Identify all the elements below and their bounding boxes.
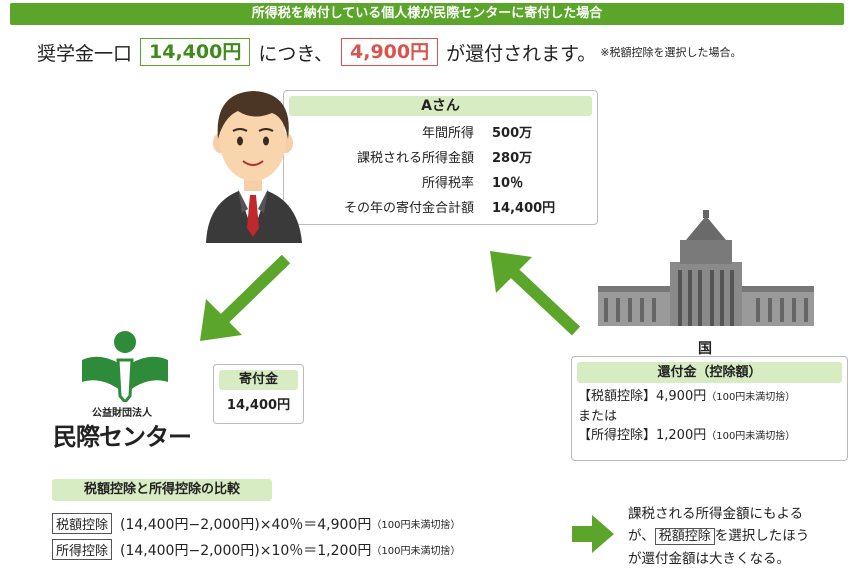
row-label: 年間所得 <box>421 126 474 141</box>
refund-line: 【所得控除】1,200円（100円未満切捨） <box>572 426 847 446</box>
conclusion-line2b: を選択したほう <box>714 528 810 544</box>
conclusion-line1: 課税される所得金額にもよる <box>628 506 804 522</box>
person-row: 年間所得 500万 <box>284 119 597 144</box>
org-name: 民際センター <box>53 423 192 451</box>
org-logo-icon <box>82 331 168 402</box>
conclusion-arrow-icon <box>572 515 614 553</box>
refund-line1: 【税額控除】4,900円 <box>578 389 707 404</box>
top-banner: 所得税を納付している個人様が民際センターに寄付した場合 <box>10 3 844 25</box>
refund-or: または <box>578 409 618 424</box>
donation-title: 寄付金 <box>219 370 298 390</box>
person-row: その年の寄付金合計額 14,400円 <box>284 194 597 219</box>
org-subtitle: 公益財団法人 <box>92 408 152 419</box>
comparison-label: 所得控除 <box>52 539 113 560</box>
row-label: 所得税率 <box>421 176 474 191</box>
conclusion-line2: が、税額控除を選択したほう <box>628 525 809 548</box>
row-value: 14,400円 <box>492 201 556 216</box>
conclusion-line2a: が、 <box>628 528 655 544</box>
refund-arrow <box>490 251 581 336</box>
row-value: 280万 <box>492 151 533 166</box>
conclusion: 課税される所得金額にもよる が、税額控除を選択したほう が還付金額は大きくなる。 <box>628 503 809 570</box>
refund-line2: 【所得控除】1,200円 <box>578 428 707 443</box>
row-value: 10％ <box>492 176 524 191</box>
headline-note: ※税額控除を選択した場合。 <box>600 46 742 59</box>
refund-card: 還付金（控除額） 【税額控除】4,900円（100円未満切捨） または 【所得控… <box>571 356 848 461</box>
comparison-formula: (14,400円−2,000円)×10％＝1,200円 <box>120 542 372 559</box>
comparison-title: 税額控除と所得控除の比較 <box>52 479 272 501</box>
comparison-row: 所得控除 (14,400円−2,000円)×10％＝1,200円 （100円未満… <box>52 539 460 560</box>
conclusion-line3: が還付金額は大きくなる。 <box>628 551 790 567</box>
donation-value: 14,400円 <box>226 398 291 413</box>
comparison-formula: (14,400円−2,000円)×40％＝4,900円 <box>120 516 372 533</box>
comparison-note: （100円未満切捨） <box>371 520 461 531</box>
conclusion-keyword: 税額控除 <box>654 528 715 545</box>
refund-line: 【税額控除】4,900円（100円未満切捨） <box>572 387 847 407</box>
donation-arrow <box>200 254 291 341</box>
comparison-note: （100円未満切捨） <box>371 546 461 557</box>
refund-line2-note: （100円未満切捨） <box>706 431 796 442</box>
businessman-illustration <box>206 91 302 243</box>
headline-prefix: 奨学金一口 <box>37 42 133 65</box>
row-label: その年の寄付金合計額 <box>343 201 474 216</box>
country-label: 国 <box>698 341 712 357</box>
comparison-label: 税額控除 <box>52 513 113 534</box>
donation-card: 寄付金 14,400円 <box>213 364 304 424</box>
headline-middle: につき、 <box>258 42 334 65</box>
row-label: 課税される所得金額 <box>356 151 474 166</box>
refund-line1-note: （100円未満切捨） <box>706 392 796 403</box>
refund-title: 還付金（控除額） <box>577 362 842 383</box>
person-row: 課税される所得金額 280万 <box>284 144 597 169</box>
row-value: 500万 <box>492 126 533 141</box>
national-diet-building-icon <box>598 210 814 326</box>
person-row: 所得税率 10％ <box>284 169 597 194</box>
refund-amount: 4,900円 <box>341 38 439 66</box>
scholarship-amount: 14,400円 <box>140 38 251 66</box>
person-card: Aさん 年間所得 500万 課税される所得金額 280万 所得税率 10％ その年の寄… <box>283 90 598 225</box>
person-title: Aさん <box>289 96 592 116</box>
headline-suffix: が還付されます。 <box>446 42 597 65</box>
headline: 奨学金一口 14,400円 につき、 4,900円 が還付されます。 ※税額控除… <box>37 37 741 67</box>
comparison-row: 税額控除 (14,400円−2,000円)×40％＝4,900円 （100円未満… <box>52 513 460 534</box>
